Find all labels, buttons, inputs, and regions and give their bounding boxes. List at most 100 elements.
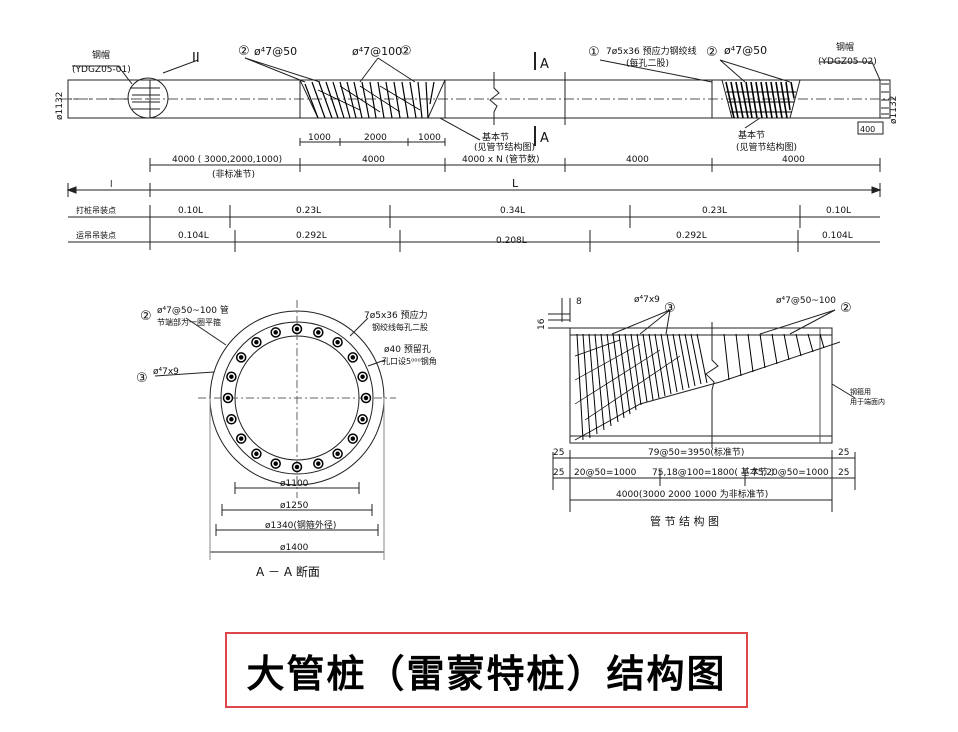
seg-edge-right-2: 25 bbox=[838, 468, 849, 478]
aa-dim-1100: ø1100 bbox=[280, 479, 309, 489]
aa-dim-1250: ø1250 bbox=[280, 501, 309, 511]
stirrup-zone-right bbox=[721, 79, 801, 119]
len-total: L bbox=[512, 177, 519, 190]
len-seg3: 4000 x N (管节数) bbox=[462, 153, 540, 165]
seg-row-c: 75,20@50=1000 bbox=[752, 468, 829, 478]
seg-right-note: 钢箍用 bbox=[850, 387, 871, 396]
section-aa-labels: ② ø⁴7@50~100 管 节端部为一圈平箍 ③ ø⁴7x9 7ø5x36 预… bbox=[136, 304, 437, 579]
hole-center bbox=[294, 326, 300, 332]
aa-strand-sub: 钢绞线每孔二股 bbox=[372, 322, 428, 332]
callout-2-right: ② bbox=[706, 45, 718, 60]
row2-v2: 0.208L bbox=[496, 236, 527, 246]
right-base-section-ref: (见管节结构图) bbox=[736, 141, 797, 153]
aa-label-3-text: ø⁴7x9 bbox=[153, 367, 179, 377]
stirrup-hatch-right bbox=[725, 81, 796, 119]
segment-detail bbox=[548, 298, 856, 512]
detail-circle bbox=[127, 77, 169, 119]
left-cap-code: (YDGZ05-01) bbox=[72, 65, 131, 75]
len-seg4: 4000 bbox=[626, 155, 649, 165]
seg-side-dim-16: 16 bbox=[537, 318, 547, 330]
len-seg1: 4000 ( 3000,2000,1000) bbox=[172, 155, 282, 165]
callout-2-left: ② bbox=[238, 44, 250, 59]
callout-1: ① bbox=[588, 45, 600, 60]
seg-1000b: 1000 bbox=[418, 133, 441, 143]
hole-center bbox=[316, 461, 321, 466]
aa-hole-text: ø40 预留孔 bbox=[384, 343, 431, 355]
rebar-c-label: ø⁴7@50 bbox=[724, 44, 767, 57]
stirrup-hatch-left bbox=[304, 81, 435, 119]
aa-label-2-sub: 节端部为一圈平箍 bbox=[157, 317, 221, 327]
seg-row-a: 20@50=1000 bbox=[574, 468, 637, 478]
hole-center bbox=[294, 464, 300, 470]
row1-v0: 0.10L bbox=[178, 206, 203, 216]
row2-label: 运吊吊装点 bbox=[76, 230, 116, 240]
aa-label-2-text: ø⁴7@50~100 管 bbox=[157, 304, 229, 316]
hole-center bbox=[335, 339, 340, 345]
right-cap-name: 钢帽 bbox=[836, 41, 854, 53]
row1-v1: 0.23L bbox=[296, 206, 321, 216]
seg-edge-right: 25 bbox=[838, 448, 849, 458]
segment-detail-labels: 8 16 ø⁴7x9 ③ ø⁴7@50~100 ② 钢箍用 用于端面内 79@5… bbox=[537, 295, 885, 528]
callout-2-mid: ② bbox=[400, 44, 412, 59]
caption-frame: 大管桩（雷蒙特桩）结构图 bbox=[225, 632, 748, 708]
detail-mark: II bbox=[192, 51, 200, 66]
row2-v4: 0.104L bbox=[822, 231, 853, 241]
hole-center bbox=[254, 339, 259, 345]
base-section-ref: (见管节结构图) bbox=[474, 141, 535, 153]
section-aa bbox=[154, 300, 396, 560]
spiral-rebar bbox=[574, 333, 825, 441]
hole-center bbox=[273, 461, 278, 466]
hole-center bbox=[363, 395, 369, 401]
seg-title: 管 节 结 构 图 bbox=[650, 514, 719, 528]
prestress-sub: (每孔二股) bbox=[626, 57, 669, 69]
hole-center bbox=[225, 395, 231, 401]
base-section: 基本节 bbox=[482, 131, 509, 143]
break-mark bbox=[489, 72, 500, 125]
hole-center bbox=[229, 417, 234, 422]
seg-row-b: 75,18@100=1800( 基本节 ) bbox=[652, 466, 774, 478]
seg-label-3-text: ø⁴7x9 bbox=[634, 295, 660, 305]
len-seg2: 4000 bbox=[362, 155, 385, 165]
pile-labels: 钢帽 (YDGZ05-01) II ② ø⁴7@50 ø⁴7@100 ② A A… bbox=[55, 41, 899, 246]
len-seg5: 4000 bbox=[782, 155, 805, 165]
row1-label: 打桩吊装点 bbox=[76, 205, 116, 215]
caption-title: 大管桩（雷蒙特桩）结构图 bbox=[246, 650, 727, 696]
hole-center bbox=[316, 330, 321, 335]
seg-edge-left-2: 25 bbox=[553, 468, 564, 478]
section-mark-bottom: A bbox=[540, 131, 549, 146]
row1-v4: 0.10L bbox=[826, 206, 851, 216]
row2-v3: 0.292L bbox=[676, 231, 707, 241]
hole-center bbox=[350, 355, 356, 360]
prestress-holes bbox=[222, 323, 372, 473]
row2-v1: 0.292L bbox=[296, 231, 327, 241]
seg-label-2: ② bbox=[840, 301, 852, 316]
row1-v3: 0.23L bbox=[702, 206, 727, 216]
dia-left: ø1132 bbox=[55, 92, 65, 120]
hole-center bbox=[350, 436, 356, 441]
hole-center bbox=[335, 451, 340, 457]
len-left: l bbox=[110, 180, 113, 190]
hole-center bbox=[360, 374, 365, 379]
aa-strand-text: 7ø5x36 预应力 bbox=[364, 309, 428, 321]
break-mark bbox=[705, 322, 719, 448]
right-cap-code: (YDGZ05-02) bbox=[818, 57, 877, 67]
row2-v0: 0.104L bbox=[178, 231, 209, 241]
seg-right-note-sub: 用于端面内 bbox=[850, 397, 885, 406]
row1-v2: 0.34L bbox=[500, 206, 525, 216]
seg-1000a: 1000 bbox=[308, 133, 331, 143]
hole-center bbox=[273, 330, 278, 335]
pile-elevation bbox=[60, 52, 895, 252]
seg-label-2-text: ø⁴7@50~100 bbox=[776, 296, 836, 306]
left-cap-name: 钢帽 bbox=[92, 49, 110, 61]
section-mark-top: A bbox=[540, 57, 549, 72]
aa-hole-sub: 孔口设5⁰⁰⁰钢角 bbox=[382, 356, 437, 366]
aa-dim-1340: ø1340(钢箍外径) bbox=[265, 519, 336, 531]
seg-row-total: 4000(3000 2000 1000 为非标准节) bbox=[616, 488, 768, 500]
hole-center bbox=[254, 451, 259, 457]
dia-right: ø1132 bbox=[889, 96, 899, 124]
seg-label-3: ③ bbox=[664, 301, 676, 316]
segment-outline bbox=[569, 327, 833, 444]
right-base-section: 基本节 bbox=[738, 129, 765, 141]
